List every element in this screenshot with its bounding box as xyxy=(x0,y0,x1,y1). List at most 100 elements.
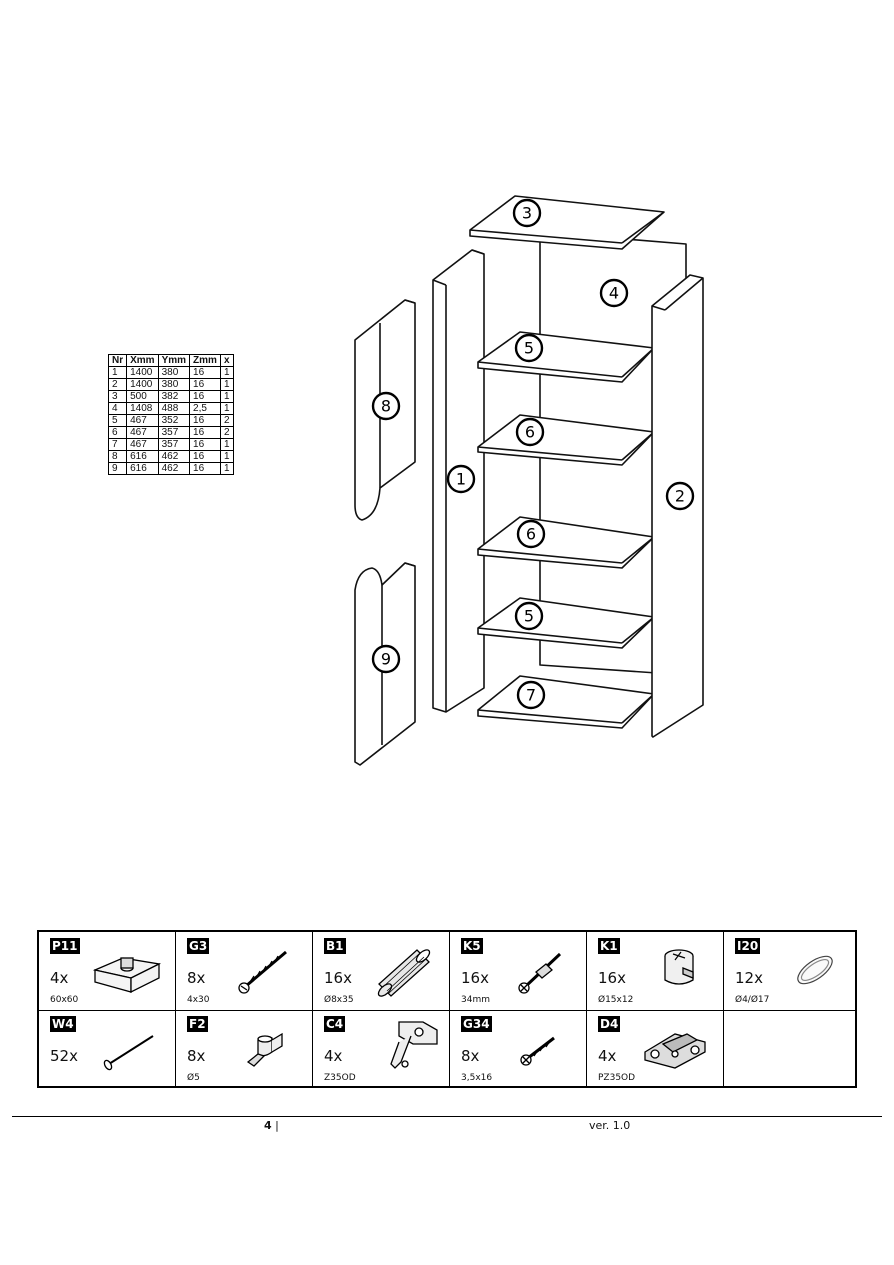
parts-table-cell: 16 xyxy=(189,390,221,403)
cam-lock-icon xyxy=(664,949,694,985)
parts-table-cell: 16 xyxy=(189,414,221,427)
parts-table-cell: 467 xyxy=(126,414,159,427)
hardware-quantity: 4x xyxy=(50,969,69,987)
wooden-dowel-icon xyxy=(377,949,431,997)
parts-table-cell: 616 xyxy=(126,450,159,463)
parts-table-cell: 380 xyxy=(157,378,191,391)
hardware-code: D4 xyxy=(598,1016,621,1032)
hardware-quantity: 16x xyxy=(598,969,626,987)
hardware-quantity: 12x xyxy=(735,969,763,987)
parts-table-cell: 462 xyxy=(157,450,191,463)
hinge-icon xyxy=(390,1021,438,1069)
label-part-3: 3 xyxy=(522,204,532,223)
parts-table-cell: 500 xyxy=(126,390,159,403)
parts-table-cell: 1408 xyxy=(126,402,159,415)
parts-table-cell: 6 xyxy=(107,426,128,439)
page-number: 4 | xyxy=(264,1119,279,1132)
parts-table-cell: 380 xyxy=(157,366,191,379)
label-part-9: 9 xyxy=(381,650,391,669)
parts-table-cell: 357 xyxy=(157,438,191,451)
parts-table-cell: 4 xyxy=(107,402,128,415)
col-zmm: Zmm xyxy=(189,354,221,367)
hardware-size: 34mm xyxy=(461,995,490,1005)
col-nr: Nr xyxy=(107,354,128,367)
hardware-size: Ø15x12 xyxy=(598,995,634,1005)
parts-table-cell: 1400 xyxy=(126,366,159,379)
parts-table-cell: 467 xyxy=(126,426,159,439)
col-ymm: Ymm xyxy=(157,354,191,367)
hardware-item: W4 52x xyxy=(39,1010,176,1088)
furniture-foot-icon xyxy=(92,957,162,994)
hardware-quantity: 4x xyxy=(324,1047,343,1065)
parts-table-cell: 1 xyxy=(219,450,234,463)
nail-icon xyxy=(103,1035,154,1071)
hardware-item: C4 4x Z35OD xyxy=(313,1010,450,1088)
bottom-panel xyxy=(477,675,655,729)
hardware-code: G3 xyxy=(187,938,210,954)
parts-table-cell: 382 xyxy=(157,390,191,403)
hardware-code: K5 xyxy=(461,938,483,954)
footer-divider xyxy=(12,1116,882,1117)
parts-table-cell: 1400 xyxy=(126,378,159,391)
parts-table-cell: 7 xyxy=(107,438,128,451)
label-part-1: 1 xyxy=(456,470,466,489)
hardware-quantity: 8x xyxy=(187,1047,206,1065)
parts-table-cell: 16 xyxy=(189,366,221,379)
parts-table-cell: 16 xyxy=(189,378,221,391)
hardware-code: K1 xyxy=(598,938,620,954)
parts-table-cell: 352 xyxy=(157,414,191,427)
parts-table-cell: 16 xyxy=(189,438,221,451)
cover-cap-icon xyxy=(797,955,833,985)
hardware-code: P11 xyxy=(50,938,80,954)
shelf-pin-icon xyxy=(246,1032,283,1067)
parts-table-cell: 488 xyxy=(157,402,191,415)
hardware-code: I20 xyxy=(735,938,761,954)
label-part-5a: 5 xyxy=(524,339,534,358)
parts-table-cell: 2 xyxy=(219,426,234,439)
parts-table-cell: 462 xyxy=(157,462,191,475)
label-part-6b: 6 xyxy=(526,525,536,544)
hardware-quantity: 16x xyxy=(461,969,489,987)
hardware-row-2: W4 52x F2 8x Ø5 C4 4x Z35OD xyxy=(39,1010,855,1088)
small-screw-icon xyxy=(520,1036,555,1066)
hardware-size: Ø8x35 xyxy=(324,995,354,1005)
parts-table-cell: 1 xyxy=(219,438,234,451)
hardware-item: K5 16x 34mm xyxy=(450,932,587,1010)
mounting-plate-icon xyxy=(644,1033,706,1069)
parts-table-cell: 616 xyxy=(126,462,159,475)
hardware-quantity: 8x xyxy=(461,1047,480,1065)
part-number-markers xyxy=(371,198,695,710)
hardware-size: Ø4/Ø17 xyxy=(735,995,770,1005)
page-number-value: 4 xyxy=(264,1119,272,1132)
hardware-quantity: 16x xyxy=(324,969,352,987)
hardware-quantity: 52x xyxy=(50,1047,78,1065)
hardware-item: G34 8x 3,5x16 xyxy=(450,1010,587,1088)
parts-table-cell: 1 xyxy=(219,462,234,475)
parts-table-cell: 2 xyxy=(219,414,234,427)
hardware-code: W4 xyxy=(50,1016,76,1032)
label-part-2: 2 xyxy=(675,487,685,506)
parts-table-cell: 1 xyxy=(219,378,234,391)
parts-table-cell: 3 xyxy=(107,390,128,403)
hardware-item: B1 16x Ø8x35 xyxy=(313,932,450,1010)
label-part-7: 7 xyxy=(526,686,536,705)
hardware-item: G3 8x 4x30 xyxy=(176,932,313,1010)
parts-table-header: Nr Xmm Ymm Zmm x xyxy=(107,354,234,367)
page-separator: | xyxy=(271,1119,279,1132)
parts-table-cell: 2 xyxy=(107,378,128,391)
parts-table-cell: 467 xyxy=(126,438,159,451)
hardware-size: 4x30 xyxy=(187,995,210,1005)
version-label: ver. 1.0 xyxy=(589,1119,631,1132)
hardware-item: D4 4x PZ35OD xyxy=(587,1010,724,1088)
parts-table-cell: 1 xyxy=(107,366,128,379)
cabinet-exploded-drawing: 3 4 5 8 6 1 2 6 5 9 7 xyxy=(354,195,704,766)
hardware-quantity: 8x xyxy=(187,969,206,987)
parts-table-cell: 9 xyxy=(107,462,128,475)
